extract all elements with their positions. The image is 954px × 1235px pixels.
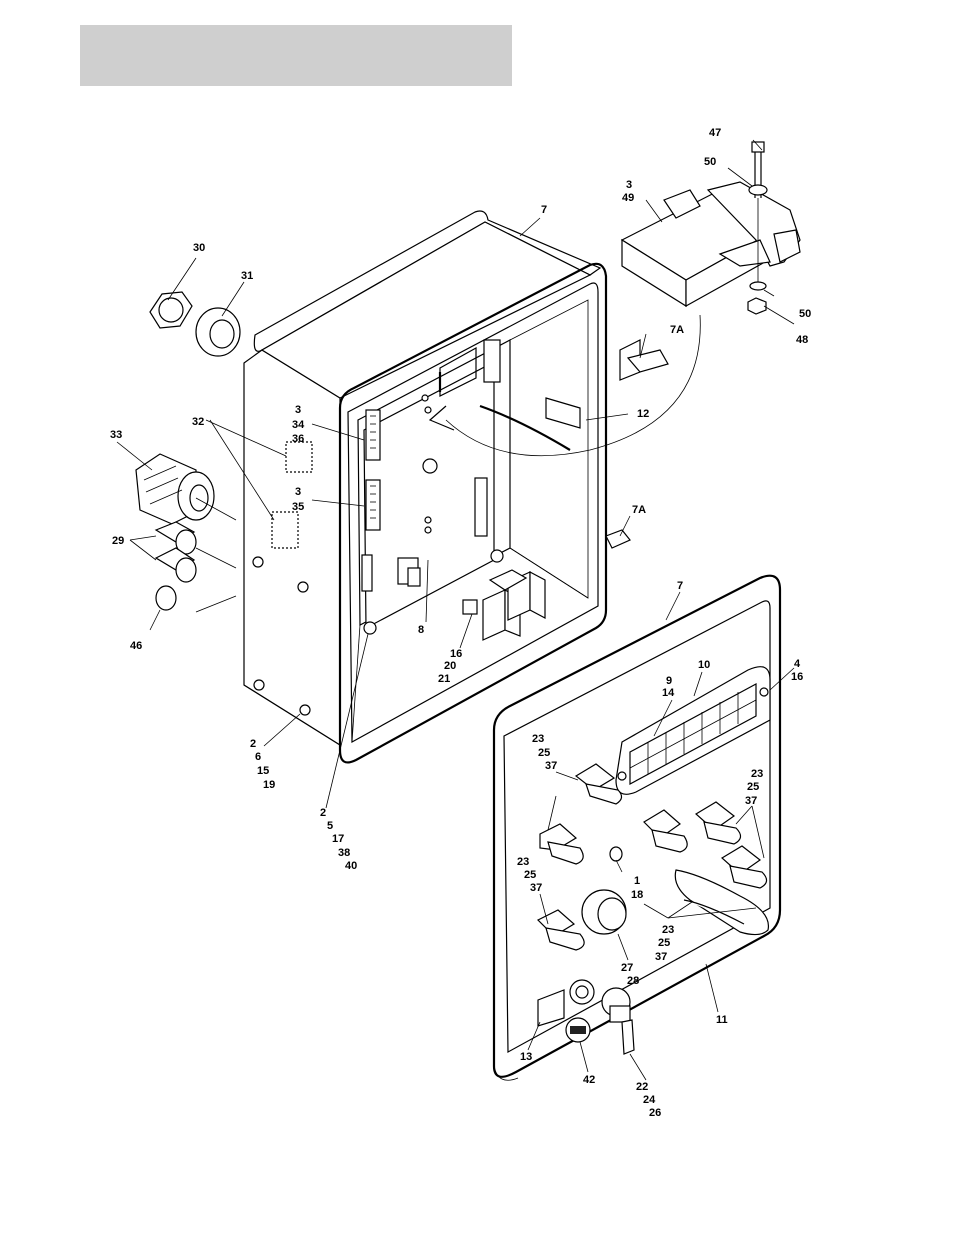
callout-2-hinge: 2 (250, 738, 256, 750)
callout-27: 27 (621, 962, 633, 974)
callout-6: 6 (255, 751, 261, 763)
callout-24: 24 (643, 1094, 656, 1106)
callout-21: 21 (438, 673, 450, 685)
callout-29: 29 (112, 535, 124, 547)
callout-47: 47 (709, 127, 721, 139)
callout-16-relay: 16 (450, 648, 462, 660)
callout-42: 42 (583, 1074, 595, 1086)
callout-2-frame: 2 (320, 807, 326, 819)
callout-7-enclosure: 7 (541, 204, 547, 216)
sealing-washer-31 (196, 308, 240, 356)
callout-17: 17 (332, 833, 344, 845)
callout-12: 12 (637, 408, 649, 420)
callout-9: 9 (666, 675, 672, 687)
indicator-window (616, 667, 770, 795)
callout-10: 10 (698, 659, 710, 671)
callout-3-module: 3 (626, 179, 632, 191)
bracket-7a (606, 340, 668, 548)
callout-32: 32 (192, 416, 204, 428)
callout-7a-top: 7A (670, 324, 684, 336)
callout-34: 34 (292, 419, 305, 431)
callout-30: 30 (193, 242, 205, 254)
callout-48: 48 (796, 334, 808, 346)
panel-components (538, 847, 634, 1054)
callout-18: 18 (631, 889, 643, 901)
controller-module (622, 182, 800, 306)
callout-23-d: 23 (662, 924, 674, 936)
callout-26: 26 (649, 1107, 661, 1119)
callout-8: 8 (418, 624, 424, 636)
callout-50-bottom: 50 (799, 308, 811, 320)
callout-25-b: 25 (747, 781, 759, 793)
callout-5: 5 (327, 820, 333, 832)
plugs-29 (156, 522, 196, 610)
callout-22: 22 (636, 1081, 648, 1093)
callout-16-door: 16 (791, 671, 803, 683)
callout-40: 40 (345, 860, 357, 872)
callout-36: 36 (292, 433, 304, 445)
callout-15: 15 (257, 765, 269, 777)
cord-grip-33 (136, 454, 214, 524)
label-plate (546, 398, 580, 428)
callout-50-top: 50 (704, 156, 716, 168)
toggle-switches (538, 764, 768, 950)
relays (463, 570, 545, 640)
callout-37-b: 37 (745, 795, 757, 807)
callout-13: 13 (520, 1051, 532, 1063)
callout-23-b: 23 (751, 768, 763, 780)
callout-46: 46 (130, 640, 142, 652)
callout-25-c: 25 (524, 869, 536, 881)
callout-28: 28 (627, 975, 639, 987)
callout-19: 19 (263, 779, 275, 791)
callout-49: 49 (622, 192, 634, 204)
callout-31: 31 (241, 270, 253, 282)
locknut-30 (150, 292, 192, 328)
callout-20: 20 (444, 660, 456, 672)
callout-23-c: 23 (517, 856, 529, 868)
callout-3-connector-b: 3 (295, 486, 301, 498)
callout-3-connector-a: 3 (295, 404, 301, 416)
callout-7a-side: 7A (632, 504, 646, 516)
callout-37-c: 37 (530, 882, 542, 894)
callout-33: 33 (110, 429, 122, 441)
callout-1: 1 (634, 875, 640, 887)
callout-35: 35 (292, 501, 304, 513)
callout-11: 11 (716, 1014, 728, 1026)
callout-4: 4 (794, 658, 801, 670)
door-panel (494, 576, 780, 1081)
callout-37-d: 37 (655, 951, 667, 963)
callout-14: 14 (662, 687, 675, 699)
callout-25-d: 25 (658, 937, 670, 949)
callout-38: 38 (338, 847, 350, 859)
callout-7-door: 7 (677, 580, 683, 592)
callout-25-a: 25 (538, 747, 550, 759)
callout-23-a: 23 (532, 733, 544, 745)
callout-37-a: 37 (545, 760, 557, 772)
